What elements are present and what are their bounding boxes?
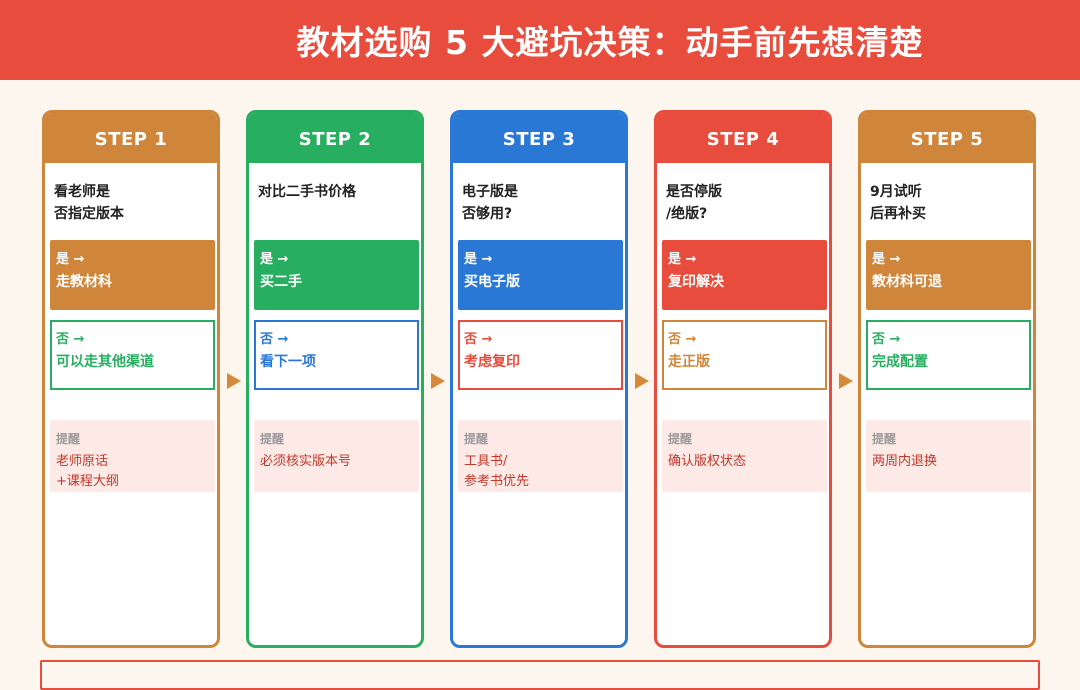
tip-line: 确认版权状态: [668, 454, 747, 469]
tip-box: 提醒 必须核实版本号: [254, 420, 419, 492]
question-line: 看老师是: [54, 184, 110, 200]
yes-outcome: 是 → 复印解决: [662, 240, 827, 310]
tip-box: 提醒 两周内退换: [866, 420, 1031, 492]
yes-tag: 是 →: [260, 252, 289, 267]
step-card-3: STEP 3 电子版是 否够用? 是 → 买电子版 否 → 考虑复印 提醒 工具…: [450, 110, 628, 648]
no-outcome: 否 → 考虑复印: [458, 320, 623, 390]
tip-line: 两周内退换: [872, 454, 938, 469]
question-line: 否指定版本: [54, 206, 124, 222]
tip-text: 必须核实版本号: [260, 452, 351, 472]
tip-box: 提醒 工具书/ 参考书优先: [458, 420, 623, 492]
tip-line: 必须核实版本号: [260, 454, 352, 469]
no-outcome: 否 → 走正版: [662, 320, 827, 390]
no-text: 完成配置: [872, 354, 928, 370]
step-card-2: STEP 2 对比二手书价格 是 → 买二手 否 → 看下一项 提醒 必须核实版…: [246, 110, 424, 648]
step-header: STEP 2: [249, 113, 421, 163]
tip-line: 老师原话: [56, 454, 109, 469]
question-line: 否够用?: [462, 206, 513, 222]
yes-text: 走教材科: [56, 274, 112, 290]
tip-line: 参考书优先: [464, 474, 530, 489]
question-line: 对比二手书价格: [258, 184, 356, 200]
tip-text: 工具书/ 参考书优先: [464, 452, 529, 492]
no-outcome: 否 → 完成配置: [866, 320, 1031, 390]
step-question: 看老师是 否指定版本: [54, 181, 214, 225]
step-card-4: STEP 4 是否停版 /绝版? 是 → 复印解决 否 → 走正版 提醒 确认版…: [654, 110, 832, 648]
yes-outcome: 是 → 买二手: [254, 240, 419, 310]
yes-outcome: 是 → 买电子版: [458, 240, 623, 310]
question-line: /绝版?: [666, 206, 708, 222]
arrow-right-icon: [635, 373, 649, 389]
no-text: 走正版: [668, 354, 710, 370]
page-title: 教材选购 5 大避坑决策：动手前先想清楚: [296, 23, 924, 62]
tip-text: 确认版权状态: [668, 452, 746, 472]
tip-line: 工具书/: [464, 454, 508, 469]
arrow-right-icon: [839, 373, 853, 389]
step-header: STEP 5: [861, 113, 1033, 163]
no-tag: 否 →: [464, 332, 493, 347]
no-outcome: 否 → 可以走其他渠道: [50, 320, 215, 390]
tip-text: 老师原话 +课程大纲: [56, 452, 119, 492]
no-tag: 否 →: [260, 332, 289, 347]
yes-tag: 是 →: [464, 252, 493, 267]
arrow-right-icon: [227, 373, 241, 389]
step-card-5: STEP 5 9月试听 后再补买 是 → 教材科可退 否 → 完成配置 提醒 两…: [858, 110, 1036, 648]
tip-line: +课程大纲: [56, 474, 119, 489]
question-line: 电子版是: [462, 184, 518, 200]
no-outcome: 否 → 看下一项: [254, 320, 419, 390]
yes-tag: 是 →: [56, 252, 85, 267]
step-header: STEP 1: [45, 113, 217, 163]
no-tag: 否 →: [56, 332, 85, 347]
no-tag: 否 →: [872, 332, 901, 347]
bottom-note-box: [40, 660, 1040, 690]
question-line: 9月试听: [870, 184, 922, 200]
yes-tag: 是 →: [668, 252, 697, 267]
tip-box: 提醒 老师原话 +课程大纲: [50, 420, 215, 492]
question-line: 后再补买: [870, 206, 926, 222]
header-bar: [0, 0, 1080, 80]
question-line: 是否停版: [666, 184, 722, 200]
yes-text: 教材科可退: [872, 274, 942, 290]
yes-text: 复印解决: [668, 274, 724, 290]
arrow-right-icon: [431, 373, 445, 389]
tip-label: 提醒: [464, 432, 489, 446]
step-question: 电子版是 否够用?: [462, 181, 622, 225]
no-text: 可以走其他渠道: [56, 354, 154, 370]
tip-label: 提醒: [260, 432, 285, 446]
tip-label: 提醒: [668, 432, 693, 446]
yes-text: 买二手: [260, 274, 302, 290]
yes-tag: 是 →: [872, 252, 901, 267]
yes-outcome: 是 → 教材科可退: [866, 240, 1031, 310]
step-header: STEP 3: [453, 113, 625, 163]
step-header: STEP 4: [657, 113, 829, 163]
tip-text: 两周内退换: [872, 452, 937, 472]
yes-outcome: 是 → 走教材科: [50, 240, 215, 310]
tip-label: 提醒: [872, 432, 897, 446]
no-text: 考虑复印: [464, 354, 520, 370]
tip-label: 提醒: [56, 432, 81, 446]
no-text: 看下一项: [260, 354, 316, 370]
tip-box: 提醒 确认版权状态: [662, 420, 827, 492]
step-card-1: STEP 1 看老师是 否指定版本 是 → 走教材科 否 → 可以走其他渠道 提…: [42, 110, 220, 648]
no-tag: 否 →: [668, 332, 697, 347]
step-question: 是否停版 /绝版?: [666, 181, 826, 225]
step-question: 对比二手书价格: [258, 181, 418, 203]
yes-text: 买电子版: [464, 274, 520, 290]
step-question: 9月试听 后再补买: [870, 181, 1030, 225]
